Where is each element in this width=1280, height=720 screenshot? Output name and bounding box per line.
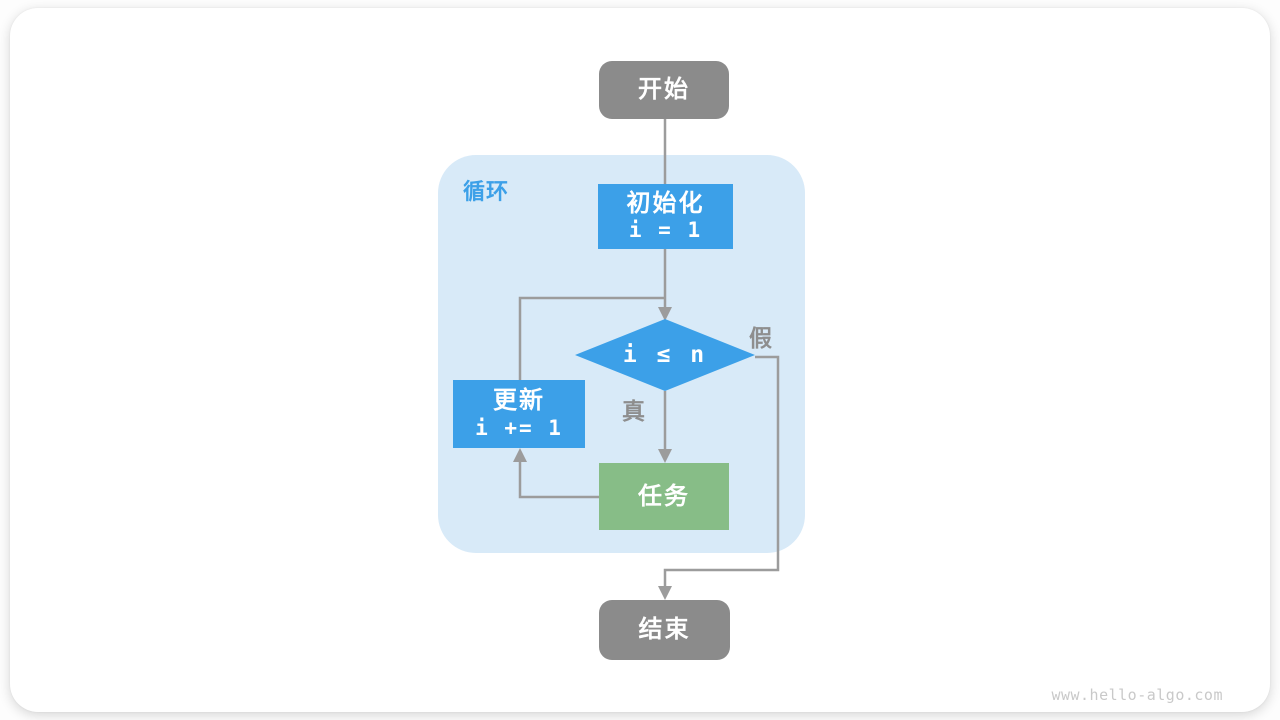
end-node-label: 结束: [638, 616, 691, 644]
start-node-label: 开始: [638, 76, 690, 104]
condition-node: i ≤ n: [575, 319, 755, 391]
arrowhead-into-update: [513, 448, 527, 462]
init-node-code: i = 1: [628, 218, 703, 243]
condition-diamond-shape: [575, 319, 755, 391]
init-node-title: 初始化: [626, 189, 705, 217]
edge-update-loopback: [518, 296, 665, 380]
start-node: 开始: [599, 61, 729, 119]
end-node: 结束: [599, 600, 730, 660]
watermark-text: www.hello-algo.com: [1051, 686, 1223, 704]
true-branch-label: 真: [622, 398, 645, 424]
flow-connectors: [513, 119, 780, 600]
update-node: 更新 i += 1: [453, 380, 585, 448]
arrowhead-into-end: [658, 586, 672, 600]
arrowhead-into-condition: [658, 307, 672, 321]
diagram-card: 循环 开始 初始化 i = 1: [10, 8, 1270, 712]
edge-condition-to-end: [663, 355, 780, 586]
task-node: 任务: [599, 463, 729, 530]
edge-task-to-update: [518, 461, 599, 499]
arrowhead-into-task: [658, 449, 672, 463]
update-node-code: i += 1: [475, 415, 563, 440]
update-node-title: 更新: [493, 387, 545, 415]
init-node: 初始化 i = 1: [598, 184, 733, 249]
false-branch-label: 假: [749, 325, 772, 351]
condition-node-code: i ≤ n: [622, 342, 708, 368]
loop-scope-label: 循环: [463, 179, 510, 204]
task-node-label: 任务: [638, 482, 690, 510]
